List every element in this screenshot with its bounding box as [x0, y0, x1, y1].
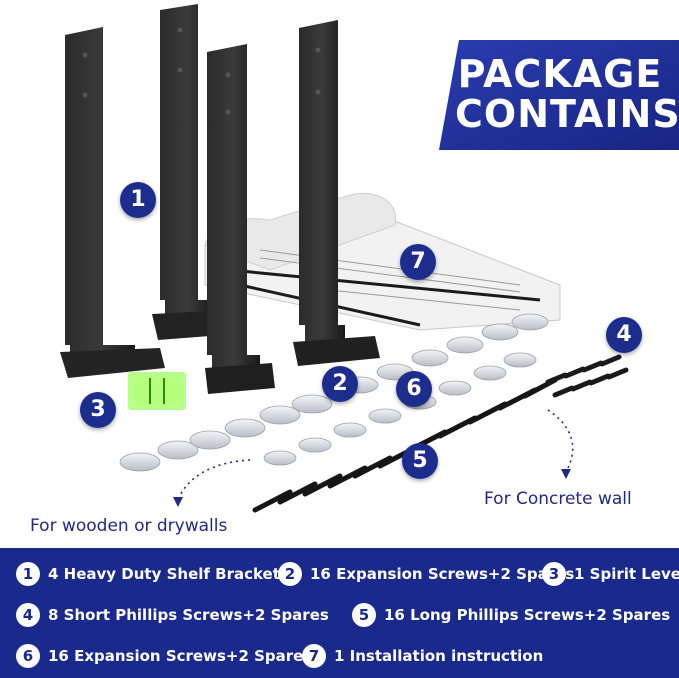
legend-number: 3	[542, 562, 566, 586]
spirit-level	[128, 372, 186, 410]
legend-item-7: 7 1 Installation instruction	[302, 642, 543, 670]
legend-text: 1 Installation instruction	[334, 647, 544, 665]
legend-number: 6	[16, 644, 40, 668]
badge-7: 7	[400, 244, 436, 280]
legend-item-6: 6 16 Expansion Screws+2 Spares	[16, 642, 312, 670]
legend-number: 1	[16, 562, 40, 586]
legend-item-3: 3 1 Spirit Level	[542, 560, 679, 588]
legend-number: 7	[302, 644, 326, 668]
legend-number: 5	[352, 603, 376, 627]
bracket-c	[205, 44, 275, 394]
shelf-brackets	[60, 4, 380, 394]
bracket-a	[60, 27, 165, 378]
legend-number: 4	[16, 603, 40, 627]
legend-item-4: 4 8 Short Phillips Screws+2 Spares	[16, 601, 329, 629]
badge-4: 4	[606, 317, 642, 353]
legend-text: 16 Expansion Screws+2 Spares	[48, 647, 313, 665]
title-line-2: CONTAINS	[455, 92, 679, 136]
caption-wooden-drywalls: For wooden or drywalls	[30, 516, 228, 536]
header-banner	[439, 40, 679, 150]
contents-legend: 1 4 Heavy Duty Shelf Brackets 2 16 Expan…	[0, 548, 679, 678]
legend-text: 16 Expansion Screws+2 Spares	[310, 565, 575, 583]
legend-item-5: 5 16 Long Phillips Screws+2 Spares	[352, 601, 670, 629]
instruction-sheet	[204, 193, 561, 331]
title-line-1: PACKAGE	[457, 52, 663, 96]
package-contains-title: PACKAGE CONTAINS	[455, 52, 679, 136]
caption-concrete-wall: For Concrete wall	[484, 489, 632, 509]
badge-5: 5	[402, 443, 438, 479]
legend-text: 8 Short Phillips Screws+2 Spares	[48, 606, 329, 624]
legend-item-2: 2 16 Expansion Screws+2 Spares	[278, 560, 574, 588]
legend-text: 4 Heavy Duty Shelf Brackets	[48, 565, 289, 583]
legend-item-1: 1 4 Heavy Duty Shelf Brackets	[16, 560, 289, 588]
badge-1: 1	[120, 182, 156, 218]
package-contents-illustration	[60, 4, 629, 513]
short-phillips-screws	[545, 354, 629, 398]
bracket-d	[293, 20, 380, 366]
badge-6: 6	[396, 371, 432, 407]
badge-2: 2	[322, 366, 358, 402]
badge-3: 3	[80, 392, 116, 428]
legend-text: 16 Long Phillips Screws+2 Spares	[384, 606, 671, 624]
pointer-arrows	[177, 409, 574, 501]
legend-number: 2	[278, 562, 302, 586]
expansion-screws	[119, 313, 549, 472]
legend-text: 1 Spirit Level	[574, 565, 679, 583]
